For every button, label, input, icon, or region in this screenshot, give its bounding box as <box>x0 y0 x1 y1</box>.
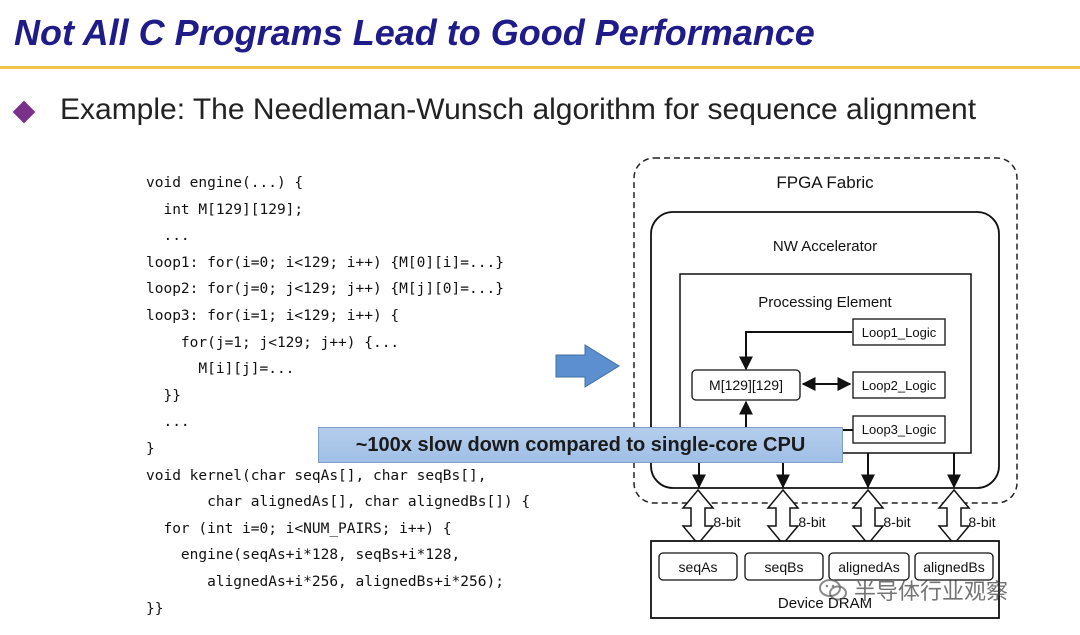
buffer-alignedas <box>828 552 910 581</box>
code-line: loop1: for(i=0; i<129; i++) {M[0][i]=...… <box>146 254 504 271</box>
code-line: engine(seqAs+i*128, seqBs+i*128, <box>146 547 461 564</box>
loop1-logic-box <box>852 318 946 346</box>
code-line: int M[129][129]; <box>146 201 304 218</box>
buffer-seqbs <box>744 552 824 581</box>
loop3-logic-label: Loop3_Logic <box>862 422 937 437</box>
buffer-seqas <box>658 552 738 581</box>
watermark: 半导体行业观察 <box>818 574 1008 606</box>
code-line: void engine(...) { <box>146 175 304 191</box>
code-line: alignedAs+i*256, alignedBs+i*256); <box>146 573 504 590</box>
bullet-text: Example: The Needleman-Wunsch algorithm … <box>60 93 977 126</box>
bus-arrow-icon <box>851 488 885 546</box>
code-line: for(j=1; j<129; j++) {... <box>146 334 400 351</box>
slowdown-callout: ~100x slow down compared to single-core … <box>318 427 843 463</box>
loop1-logic-label: Loop1_Logic <box>862 325 937 340</box>
buffer-alignedbs <box>914 552 994 581</box>
fpga-fabric-box <box>633 157 1018 504</box>
matrix-label: M[129][129] <box>709 377 783 393</box>
bus-width-label: 8-bit <box>968 514 995 530</box>
watermark-text: 半导体行业观察 <box>854 580 1009 605</box>
code-line: loop2: for(j=0; j<129; j++) {M[j][0]=...… <box>146 281 504 298</box>
buffer-seqas-label: seqAs <box>679 559 718 575</box>
title-underline <box>0 66 1080 69</box>
code-line: void kernel(char seqAs[], char seqBs[], <box>146 467 487 484</box>
bus-width-label: 8-bit <box>883 514 910 530</box>
bus-arrow-icon <box>937 488 971 546</box>
device-dram-label: Device DRAM <box>778 595 872 612</box>
wechat-logo-icon <box>819 579 847 601</box>
buffer-alignedas-label: alignedAs <box>838 559 900 575</box>
bus-width-label: 8-bit <box>713 514 740 530</box>
loop3-logic-box <box>852 415 946 444</box>
code-line: loop3: for(i=1; i<129; i++) { <box>146 307 400 324</box>
code-line: char alignedAs[], char alignedBs[]) { <box>146 494 531 511</box>
bus-arrow-icon <box>766 488 800 546</box>
bus-arrow-icon <box>681 488 715 546</box>
code-line: } <box>146 440 155 457</box>
loop1-to-matrix-arrow <box>739 331 852 371</box>
code-block: void engine(...) { int M[129][129]; ... l… <box>146 170 530 622</box>
code-line: for (int i=0; i<NUM_PAIRS; i++) { <box>146 520 452 537</box>
code-line: M[i][j]=... <box>146 361 295 378</box>
transform-arrow-icon <box>555 344 620 388</box>
code-line: ... <box>146 228 190 245</box>
code-line: }} <box>146 600 164 617</box>
loop2-logic-box <box>852 371 946 399</box>
code-line: ... <box>146 414 190 431</box>
fpga-fabric-label: FPGA Fabric <box>776 173 874 192</box>
processing-element-label: Processing Element <box>758 294 892 311</box>
loop2-logic-label: Loop2_Logic <box>862 378 937 393</box>
nw-accelerator-box <box>650 211 1000 489</box>
code-line: }} <box>146 387 181 404</box>
bus-width-label: 8-bit <box>798 514 825 530</box>
buffer-alignedbs-label: alignedBs <box>923 559 985 575</box>
slide-title: Not All C Programs Lead to Good Performa… <box>14 12 815 53</box>
buffer-seqbs-label: seqBs <box>765 559 804 575</box>
nw-accelerator-label: NW Accelerator <box>773 238 877 255</box>
